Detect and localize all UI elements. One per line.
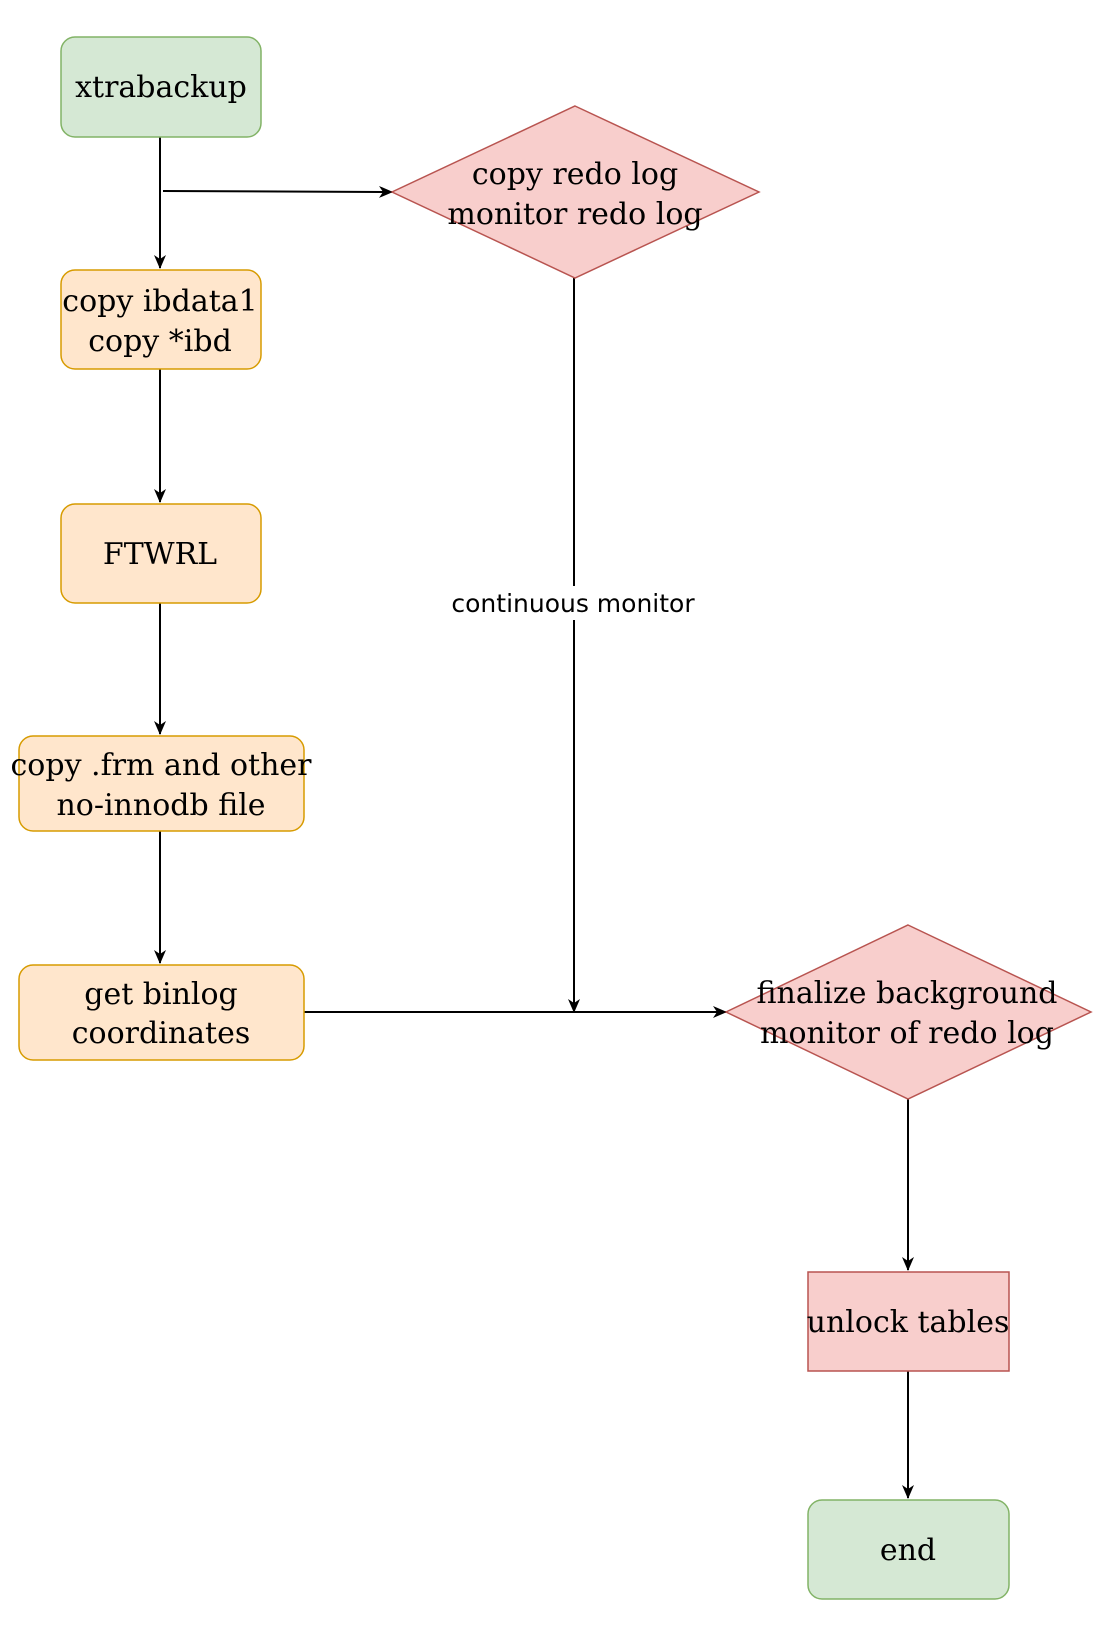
node-ftwrl-label: FTWRL: [103, 537, 217, 572]
node-get-binlog-label-line1: get binlog: [84, 977, 238, 1012]
node-ftwrl: FTWRL: [60, 503, 262, 604]
node-copy-redo-log-label-line2: monitor redo log: [447, 197, 702, 232]
node-unlock-tables: unlock tables: [807, 1271, 1010, 1372]
node-copy-redo-log-shape: [390, 105, 761, 279]
node-copy-frm-label-line1: copy .frm and other: [11, 748, 313, 783]
node-finalize-label-line1: finalize background: [756, 976, 1057, 1011]
node-copy-redo-log-label-line1: copy redo log: [472, 157, 678, 192]
node-xtrabackup-label: xtrabackup: [75, 70, 247, 105]
node-unlock-tables-label: unlock tables: [807, 1305, 1010, 1340]
node-get-binlog: get binlog coordinates: [18, 964, 305, 1061]
node-finalize: finalize background monitor of redo log: [724, 924, 1093, 1100]
node-end-label: end: [880, 1533, 936, 1568]
node-ftwrl-shape: [60, 503, 262, 604]
edge-label-continuous-monitor: continuous monitor: [451, 589, 695, 618]
nodes: xtrabackup copy redo log monitor redo lo…: [11, 36, 1093, 1600]
node-copy-frm: copy .frm and other no-innodb file: [11, 735, 313, 832]
node-end-shape: [807, 1499, 1010, 1600]
node-end: end: [807, 1499, 1010, 1600]
node-get-binlog-shape: [18, 964, 305, 1061]
node-copy-frm-shape: [18, 735, 305, 832]
node-copy-redo-log: copy redo log monitor redo log: [390, 105, 761, 279]
node-get-binlog-label-line2: coordinates: [72, 1016, 250, 1051]
node-xtrabackup: xtrabackup: [60, 36, 262, 138]
node-copy-ibdata-label-line1: copy ibdata1: [62, 284, 257, 319]
node-unlock-tables-shape: [807, 1271, 1010, 1372]
node-copy-ibdata-label-line2: copy *ibd: [88, 324, 232, 359]
node-copy-frm-label-line2: no-innodb file: [56, 788, 265, 823]
node-finalize-label-line2: monitor of redo log: [760, 1016, 1054, 1051]
node-xtrabackup-shape: [60, 36, 262, 138]
node-copy-ibdata: copy ibdata1 copy *ibd: [60, 269, 262, 370]
node-copy-ibdata-shape: [60, 269, 262, 370]
node-finalize-shape: [724, 924, 1093, 1100]
edge-start-to-copy-redo-log: [162, 185, 393, 198]
edges: continuous monitor: [154, 137, 914, 1499]
